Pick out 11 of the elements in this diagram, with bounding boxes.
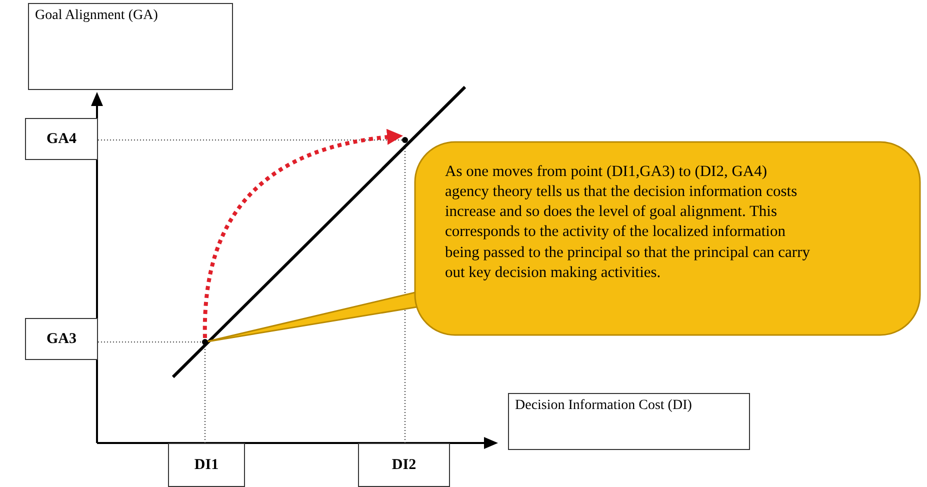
tick-label-box: DI1 xyxy=(168,443,245,487)
arrow xyxy=(203,129,403,338)
callout-text: As one moves from point (DI1,GA3) to (DI2, GA4) agency theory tells us that the decision information costs increase and so does the level of goal alignment. This corresponds to the activity of the localized information being passed to the principal so that the principal can carry out key decision making activities. xyxy=(445,162,810,283)
tick-label-box: DI2 xyxy=(358,443,450,487)
tick-label-box: GA4 xyxy=(25,118,98,160)
point-marker xyxy=(202,339,208,345)
speech-bubble xyxy=(414,141,921,336)
axis-title-box: Decision Information Cost (DI) xyxy=(508,393,750,450)
axis-title-box: Goal Alignment (GA) xyxy=(28,3,233,90)
tick-label-box: GA3 xyxy=(25,318,98,360)
point-marker xyxy=(402,137,408,143)
